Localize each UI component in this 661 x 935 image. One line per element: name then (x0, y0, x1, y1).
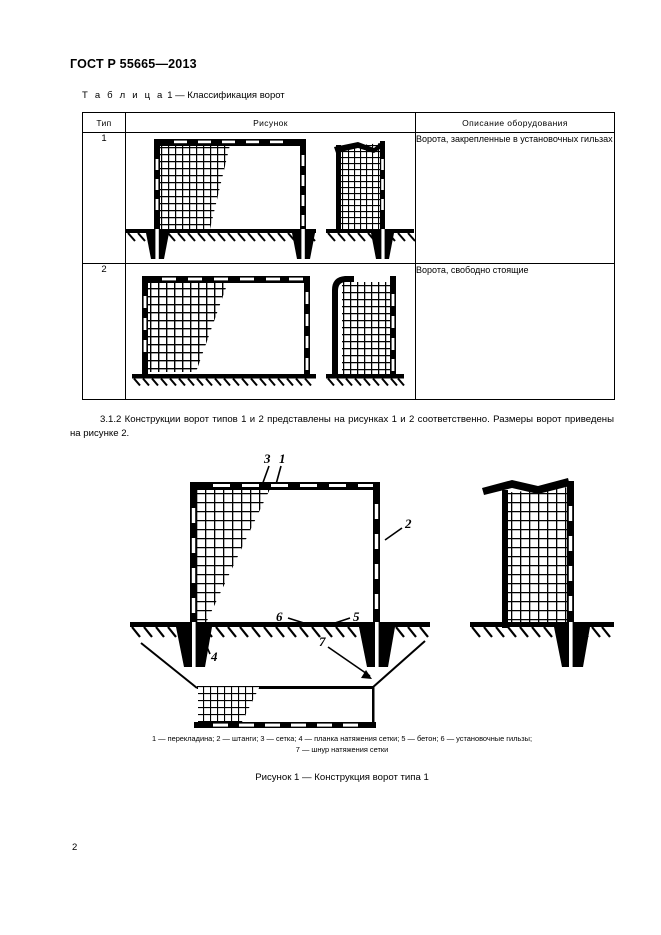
post-side-back-figure (502, 490, 508, 628)
table-caption-rest: 1 — Классификация ворот (167, 90, 285, 101)
figure-legend-line-1: 1 — перекладина; 2 — штанги; 3 — сетка; … (151, 734, 533, 743)
sleeve-right-figure (375, 622, 379, 667)
post-dashes-type2 (143, 292, 309, 370)
post-side-back-type1 (336, 145, 341, 231)
leader-7-arrow (361, 670, 372, 679)
table-header-row: Тип Рисунок Описание оборудования (82, 112, 615, 133)
figure-caption: Рисунок 1 — Конструкция ворот типа 1 (255, 772, 429, 783)
plan-bottom-dashes (213, 723, 358, 727)
ground-line-type1 (126, 229, 316, 233)
post-side-front-figure (567, 481, 574, 628)
cell-picture-type-2 (125, 263, 416, 400)
figure-1: 3 1 2 4 6 5 7 (70, 448, 614, 733)
table-row: 2 (82, 263, 615, 400)
goal-drawing-type-2 (126, 264, 415, 399)
post-side-dashes-figure (568, 506, 573, 611)
crossbar-dashes-type2 (162, 277, 303, 281)
ground-hatch-type2 (133, 377, 312, 387)
plan-top-edge (197, 686, 374, 689)
net-side-figure (502, 487, 570, 625)
cell-type: 2 (82, 263, 126, 400)
net-side-type2 (342, 282, 392, 376)
figure-legend-line-2: 7 — шнур натяжения сетки (295, 745, 389, 755)
ground-line-side-type2 (326, 374, 404, 379)
callout-5: 5 (353, 609, 360, 624)
plan-right-post (372, 686, 375, 724)
column-header-picture: Рисунок (125, 112, 416, 133)
plan-bottom-bar (194, 722, 376, 728)
leader-2 (384, 527, 403, 541)
goal-type2-svg (132, 276, 405, 387)
post-side-dashes-type2 (391, 294, 395, 371)
net-front-type1 (158, 145, 230, 229)
table-caption: Т а б л и ц а 1 — Классификация ворот (82, 90, 285, 101)
sleeve-left-type1 (155, 229, 159, 259)
goal-drawing-type-1 (126, 133, 416, 263)
figure-legend: 1 — перекладина; 2 — штанги; 3 — сетка; … (70, 733, 614, 755)
post-dashes-figure (191, 504, 379, 613)
net-side-type1 (340, 143, 384, 229)
ground-line-type2 (132, 374, 316, 379)
cell-picture-type-1 (125, 132, 416, 264)
callout-3: 3 (263, 451, 271, 466)
cell-type: 1 (82, 132, 126, 264)
curved-support-type2 (332, 276, 354, 376)
net-top-edge-side-type1 (334, 141, 383, 153)
crossbar-dashes-type1 (174, 140, 283, 144)
ground-line-side-figure (470, 622, 614, 627)
net-front-figure (197, 489, 270, 625)
table-caption-prefix: Т а б л и ц а (82, 90, 165, 101)
plan-tension-cords (140, 640, 426, 689)
ground-hatch-side-type2 (327, 377, 405, 387)
table-row: 1 (82, 132, 615, 264)
ground-line-side-type1 (326, 229, 414, 233)
callout-4: 4 (210, 649, 218, 664)
callout-numbers: 3 1 2 4 6 5 7 (210, 451, 412, 664)
column-header-type: Тип (82, 112, 126, 133)
post-left-figure (190, 482, 197, 628)
callout-6: 6 (276, 609, 283, 624)
cell-description: Ворота, закрепленные в установочных гиль… (415, 132, 615, 264)
cell-description: Ворота, свободно стоящие (415, 263, 615, 400)
ground-line-figure (130, 622, 430, 627)
post-right-figure (373, 482, 380, 628)
sleeve-right-type1 (301, 229, 305, 259)
clause-paragraph: 3.1.2 Конструкции ворот типов 1 и 2 пред… (70, 414, 614, 439)
page-number: 2 (72, 842, 78, 853)
sleeve-side-type1 (381, 229, 385, 259)
sleeve-side-figure (569, 622, 573, 667)
callout-1: 1 (279, 451, 286, 466)
sleeve-left-figure (192, 622, 196, 667)
callout-2: 2 (404, 516, 412, 531)
net-front-type2 (148, 282, 228, 372)
classification-table: Тип Рисунок Описание оборудования 1 (82, 112, 615, 400)
net-top-edge-side-figure (482, 478, 570, 495)
goal-type1-svg (126, 139, 416, 259)
callout-7: 7 (319, 634, 326, 649)
figure-1-svg: 3 1 2 4 6 5 7 (130, 451, 614, 728)
leader-7 (327, 646, 371, 677)
column-header-description: Описание оборудования (415, 112, 615, 133)
crossbar-dashes-figure (213, 484, 375, 487)
post-dashes-type1 (155, 155, 305, 226)
standard-number-header: ГОСТ Р 55665—2013 (70, 57, 197, 71)
post-side-dashes-type1 (381, 159, 384, 210)
